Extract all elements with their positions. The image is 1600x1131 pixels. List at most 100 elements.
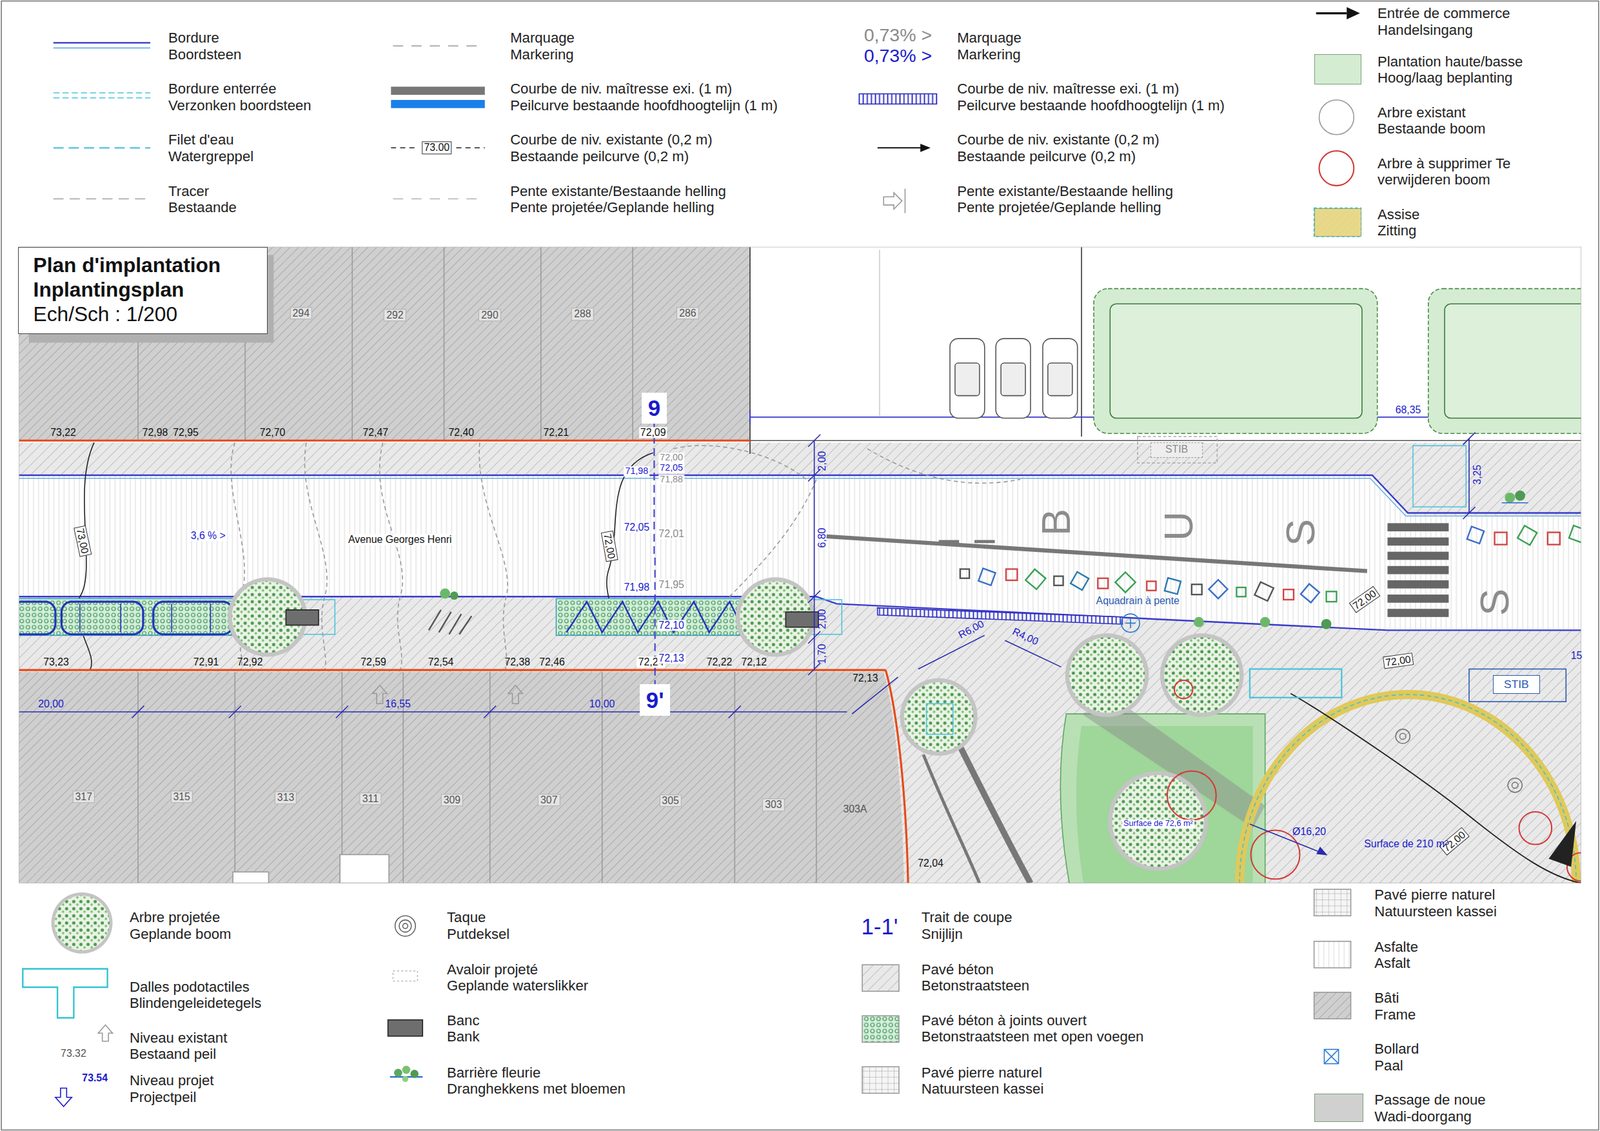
dimension-label: 2,00 [817,451,829,472]
slope-label: 3,6 % > [189,530,228,542]
zebra-crossing [1387,523,1450,618]
coloured-paving-squares [1164,577,1181,594]
house-number: 307 [537,793,560,807]
contour-line [77,442,653,671]
plan-drawing [351,246,353,442]
legend-samples [390,86,485,95]
legend-samples [410,1069,419,1079]
plan-drawing [1125,617,1136,629]
planting-bed [1444,303,1582,418]
legend-samples [53,97,151,99]
dimension-label: Ø16,20 [1292,826,1326,838]
legend-samples [394,1069,403,1078]
level-label: 72,91 [193,656,220,668]
legend-samples [1323,1049,1339,1064]
coloured-paving-squares [1467,526,1484,544]
level-label: 72,10 [657,619,686,631]
level-label: 71,98 [624,466,651,477]
tree-to-remove [1167,771,1217,821]
zebra-crossing [1387,580,1450,589]
contour-line [304,442,327,671]
level-label: 72,70 [259,426,286,438]
dimension-label: 10,00 [589,698,616,710]
legend-text: Tracer Bestaande [168,182,248,216]
title-box: Plan d'implantation InplantingsplanEch/S… [18,246,267,335]
house-number: 309 [441,793,464,807]
plan-drawing [443,246,445,442]
flower-barrier [439,490,1529,630]
legend-samples [53,198,151,200]
coloured-paving-squares [1236,587,1246,597]
area-label: Surface de 210 m² [1363,838,1448,850]
legend-text: Pavé pierre naturel Natuursteen kassei [1374,886,1513,920]
dimension-line [918,635,985,669]
legend-text: Entrée de commerce Handelsingang [1377,5,1521,39]
plan-drawing [18,246,1582,884]
legend-text: Barrière fleurie Dranghekkens met bloeme… [446,1064,631,1097]
plan-drawing [18,439,751,442]
legend-text: Niveau projet Projectpeil [129,1072,224,1106]
legend-text: Arbre à supprimer Te verwijderen boom [1377,154,1526,188]
plan-drawing [1137,436,1217,464]
plan-drawing [285,610,319,626]
level-tag: 72,00 [1348,586,1380,614]
legend-text: Trait de coupe Snijlijn [921,909,1024,943]
flower-barrier [1514,490,1526,502]
legend-samples [54,895,109,951]
planting-bed [1109,303,1363,418]
level-label: 72,92 [237,656,264,668]
coloured-paving-squares [1146,581,1156,591]
coloured-paving-squares [978,568,996,585]
plan-drawing [1239,694,1577,884]
legend-sample-text: 73.00 [421,141,452,155]
legend-samples [55,1088,72,1107]
legend-text: Asfalte Asfalt [1374,938,1431,972]
contour-line [379,442,404,671]
legend-samples [53,41,151,44]
road-marking: B [1033,508,1079,536]
coloured-paving-squares [1547,532,1561,545]
legend-samples [53,47,151,50]
house-number: 292 [383,308,406,322]
plan-drawing [138,671,817,883]
section-marker: 9' [639,684,671,716]
house-number: 313 [274,791,297,805]
house-number: 311 [359,792,382,805]
level-tag: 73,00 [73,524,92,557]
plan-drawing [341,671,344,883]
level-label: 72,38 [504,656,531,668]
flower-barrier [1504,492,1515,504]
dimension-label: 1,70 [817,644,829,665]
plan-drawing [733,671,736,883]
legend-sample-text: 1-1' [860,914,898,939]
parked-car [949,338,985,418]
level-label: 72,54 [428,656,455,668]
legend-text: Banc Bank [446,1011,493,1045]
legend-samples [51,892,113,954]
road-marking: S [1472,588,1518,616]
legend-text: Arbre projetée Geplande boom [129,909,242,943]
node-text: STIB [1165,443,1188,456]
legend-samples [862,964,899,992]
dimension-label: 6,80 [817,527,829,548]
legend-samples [1314,889,1352,916]
parked-car [1047,363,1073,396]
section-line [653,423,655,685]
coloured-paving-squares [960,569,970,579]
coloured-paving-squares [1070,572,1089,591]
house-number: 290 [478,308,501,322]
level-label: 72,13 [657,652,686,664]
legend-samples [402,923,408,929]
legend-text: Courbe de niv. existante (0,2 m) Bestaan… [957,131,1177,165]
plan-drawing [18,246,1582,884]
legend-swatch [1314,54,1362,85]
manhole [1507,778,1522,793]
level-label: 72,22 [706,656,733,668]
plan-drawing [926,703,954,734]
legend-text: Passage de noue Wadi-doorgang [1374,1091,1492,1125]
level-tag: 72,00 [1382,653,1414,671]
planting-bed [1093,288,1582,435]
